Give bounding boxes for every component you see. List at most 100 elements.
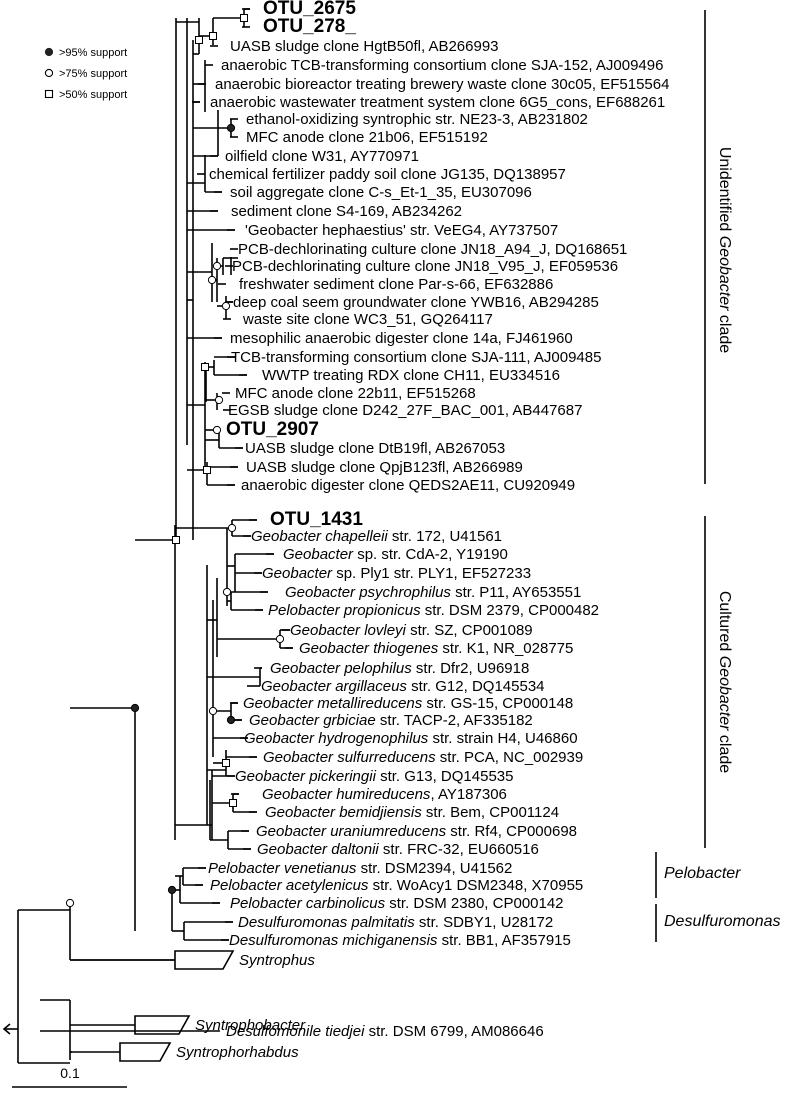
filled-circle-icon	[167, 885, 177, 895]
taxon-label: waste site clone WC3_51, GQ264117	[242, 311, 493, 328]
taxon-label-part: sp. str. CdA-2, Y19190	[353, 546, 508, 563]
taxon-label-part: sediment clone S4-169, AB234262	[231, 203, 462, 220]
taxon-label: Pelobacter carbinolicus str. DSM 2380, C…	[230, 895, 564, 912]
taxon-label: UASB sludge clone QpjB123fl, AB266989	[246, 459, 523, 476]
taxon-label: Geobacter hydrogenophilus str. strain H4…	[244, 730, 578, 747]
taxon-label-part: str. strain H4, U46860	[428, 730, 577, 747]
legend-label: >50% support	[59, 89, 127, 101]
taxon-label: Pelobacter venetianus str. DSM2394, U415…	[208, 860, 512, 877]
taxon-label-part: str. P11, AY653551	[451, 584, 581, 601]
support-markers	[65, 14, 285, 908]
taxon-label: Geobacter metallireducens str. GS-15, CP…	[243, 695, 573, 712]
scale-label: 0.1	[60, 1065, 80, 1081]
open-square-icon	[222, 759, 230, 767]
taxon-label: Geobacter chapelleii str. 172, U41561	[251, 528, 502, 545]
open-square-icon	[209, 32, 217, 40]
taxon-label-part: MFC anode clone 22b11, EF515268	[235, 385, 476, 402]
taxon-label: Geobacter grbiciae str. TACP-2, AF335182	[249, 712, 533, 729]
clade-label: Cultured Geobacter clade	[716, 591, 733, 773]
clade-label: Unidentified Geobacter clade	[716, 147, 733, 353]
clade-label-part: clade	[716, 730, 733, 773]
taxon-label-part: Geobacter lovleyi	[290, 622, 407, 639]
taxon-label: Desulfuromonas palmitatis str. SDBY1, U2…	[238, 914, 553, 931]
taxon-label-part: Geobacter uraniumreducens	[256, 823, 447, 840]
taxon-label-part: str. TACP-2, AF335182	[376, 712, 533, 729]
clade-label-part: Geobacter	[716, 236, 733, 311]
taxon-label: MFC anode clone 21b06, EF515192	[246, 129, 488, 146]
taxon-label-part: str. FRC-32, EU660516	[379, 841, 539, 858]
taxon-label-part: str. G13, DQ145535	[376, 768, 514, 785]
taxon-label-part: Geobacter humireducens	[262, 786, 431, 803]
taxon-label-part: Geobacter	[283, 546, 354, 563]
taxon-label-part: Geobacter daltonii	[257, 841, 379, 858]
taxon-label: Desulfomonile tiedjei str. DSM 6799, AM0…	[226, 1023, 544, 1040]
taxon-label-part: Geobacter argillaceus	[261, 678, 407, 695]
taxon-label-part: str. DSM 6799, AM086646	[364, 1023, 543, 1040]
clade-label-part: clade	[716, 310, 733, 353]
taxon-label: sediment clone S4-169, AB234262	[231, 203, 462, 220]
taxon-label-part: str. PCA, NC_002939	[436, 749, 584, 766]
open-circle-icon	[212, 425, 222, 435]
taxon-label: TCB-transforming consortium clone SJA-11…	[231, 349, 601, 366]
taxon-label: anaerobic digester clone QEDS2AE11, CU92…	[241, 477, 575, 494]
taxon-label-part: anaerobic wastewater treatment system cl…	[210, 94, 665, 111]
filled-circle-icon	[226, 715, 236, 725]
taxon-label-part: Pelobacter propionicus	[268, 602, 421, 619]
filled-circle-icon	[44, 47, 54, 57]
taxon-label-part: Geobacter pickeringii	[235, 768, 377, 785]
taxon-label: anaerobic TCB-transforming consortium cl…	[221, 57, 663, 74]
taxon-label: freshwater sediment clone Par-s-66, EF63…	[239, 276, 553, 293]
collapsed-clade-triangle	[134, 1015, 191, 1035]
taxon-label-part: Geobacter pelophilus	[270, 660, 412, 677]
taxon-label-part: Geobacter hydrogenophilus	[244, 730, 429, 747]
open-square-icon	[229, 799, 237, 807]
taxon-label-part: Geobacter thiogenes	[299, 640, 439, 657]
taxon-label-part: sp. Ply1 str. PLY1, EF527233	[332, 565, 531, 582]
taxon-label-part: str. Bem, CP001124	[422, 804, 559, 821]
taxon-label-part: freshwater sediment clone Par-s-66, EF63…	[239, 276, 553, 293]
taxon-label-part: str. WoAcy1 DSM2348, X70955	[368, 877, 583, 894]
taxon-label: Pelobacter propionicus str. DSM 2379, CP…	[268, 602, 599, 619]
taxon-label-part: mesophilic anaerobic digester clone 14a,…	[230, 330, 573, 347]
legend-label: >95% support	[59, 47, 127, 59]
taxon-label: Geobacter bemidjiensis str. Bem, CP00112…	[265, 804, 559, 821]
open-circle-icon	[212, 261, 222, 271]
taxon-label-part: Geobacter chapelleii	[251, 528, 388, 545]
taxon-label-part: OTU_1431	[270, 509, 363, 530]
taxon-label-part: WWTP treating RDX clone CH11, EU334516	[262, 367, 560, 384]
collapsed-clades	[119, 950, 235, 1062]
taxon-label-part: Geobacter metallireducens	[243, 695, 423, 712]
taxon-label-part: OTU_278_	[263, 16, 356, 37]
otu-label: OTU_278_	[263, 16, 356, 37]
collapsed-clade-label: Syntrophorhabdus	[176, 1044, 299, 1061]
taxon-label-part: Pelobacter acetylenicus	[210, 877, 369, 894]
taxon-label-part: str. DSM 2379, CP000482	[421, 602, 599, 619]
taxon-label-part: Geobacter	[262, 565, 333, 582]
open-circle-icon	[65, 898, 75, 908]
taxon-label: Desulfuromonas michiganensis str. BB1, A…	[229, 932, 571, 949]
taxon-label: ethanol-oxidizing syntrophic str. NE23-3…	[246, 111, 588, 128]
taxon-label: anaerobic bioreactor treating brewery wa…	[215, 76, 669, 93]
taxon-label-part: Geobacter bemidjiensis	[265, 804, 422, 821]
taxon-label-part: str. G12, DQ145534	[407, 678, 545, 695]
collapsed-clade-label: Syntrophus	[239, 952, 315, 969]
taxon-label-part: anaerobic TCB-transforming consortium cl…	[221, 57, 663, 74]
taxon-label-part: PCB-dechlorinating culture clone JN18_V9…	[232, 258, 618, 275]
taxon-label: PCB-dechlorinating culture clone JN18_V9…	[232, 258, 618, 275]
taxon-label: chemical fertilizer paddy soil clone JG1…	[209, 166, 566, 183]
taxon-label-part: OTU_2907	[226, 419, 319, 440]
taxon-label-part: str. 172, U41561	[388, 528, 502, 545]
taxon-label: anaerobic wastewater treatment system cl…	[210, 94, 665, 111]
open-circle-icon	[214, 395, 224, 405]
taxon-label-part: str. BB1, AF357915	[437, 932, 570, 949]
open-circle-icon	[275, 634, 285, 644]
open-circle-icon	[227, 523, 237, 533]
taxon-label-part: 'Geobacter hephaestius' str. VeEG4, AY73…	[245, 222, 558, 239]
taxon-label-part: Geobacter sulfurreducens	[263, 749, 436, 766]
taxon-label-part: Desulfuromonas michiganensis	[229, 932, 438, 949]
taxon-label: PCB-dechlorinating culture clone JN18_A9…	[238, 241, 627, 258]
clade-label-part: Cultured	[716, 591, 733, 656]
taxon-label-part: str. GS-15, CP000148	[422, 695, 573, 712]
taxon-label: Geobacter uraniumreducens str. Rf4, CP00…	[256, 823, 577, 840]
